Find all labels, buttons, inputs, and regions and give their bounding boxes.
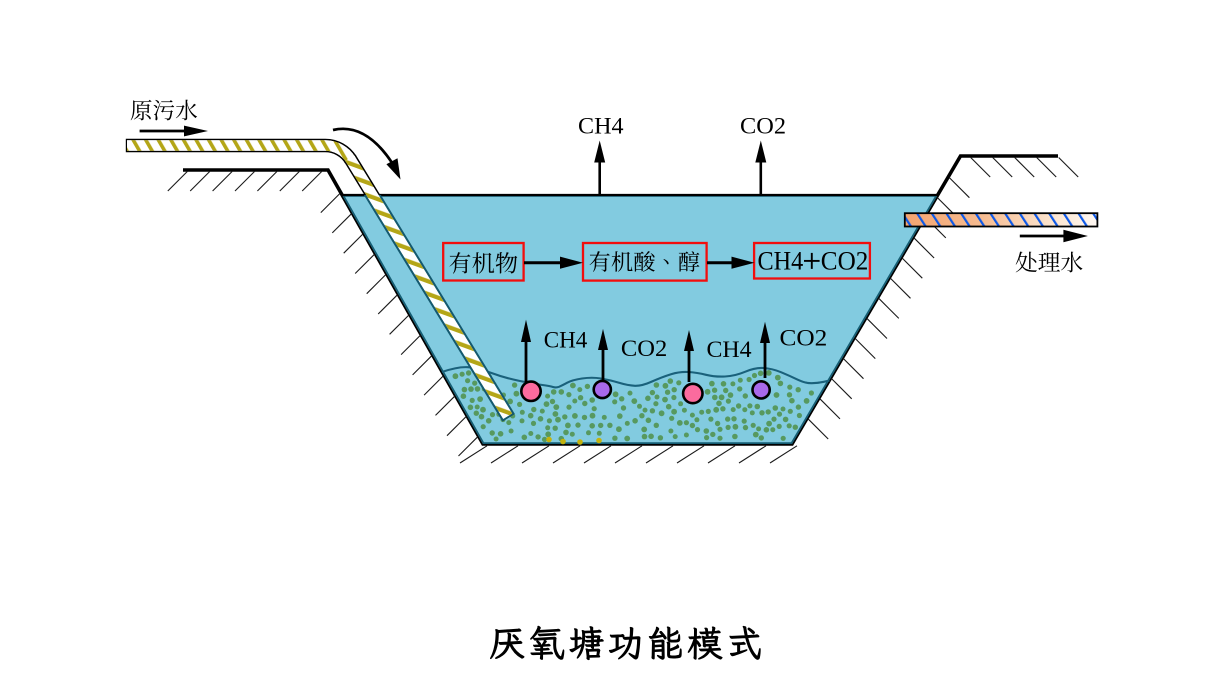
svg-text:CO2: CO2 bbox=[780, 326, 828, 352]
svg-text:CH4: CH4 bbox=[544, 328, 588, 354]
svg-text:CH4: CH4 bbox=[707, 337, 752, 363]
svg-text:CH4: CH4 bbox=[758, 247, 804, 276]
svg-text:CO2: CO2 bbox=[740, 114, 786, 139]
svg-text:CH4: CH4 bbox=[578, 114, 624, 139]
svg-text:CO2: CO2 bbox=[621, 336, 667, 362]
svg-text:CO2: CO2 bbox=[821, 247, 869, 276]
